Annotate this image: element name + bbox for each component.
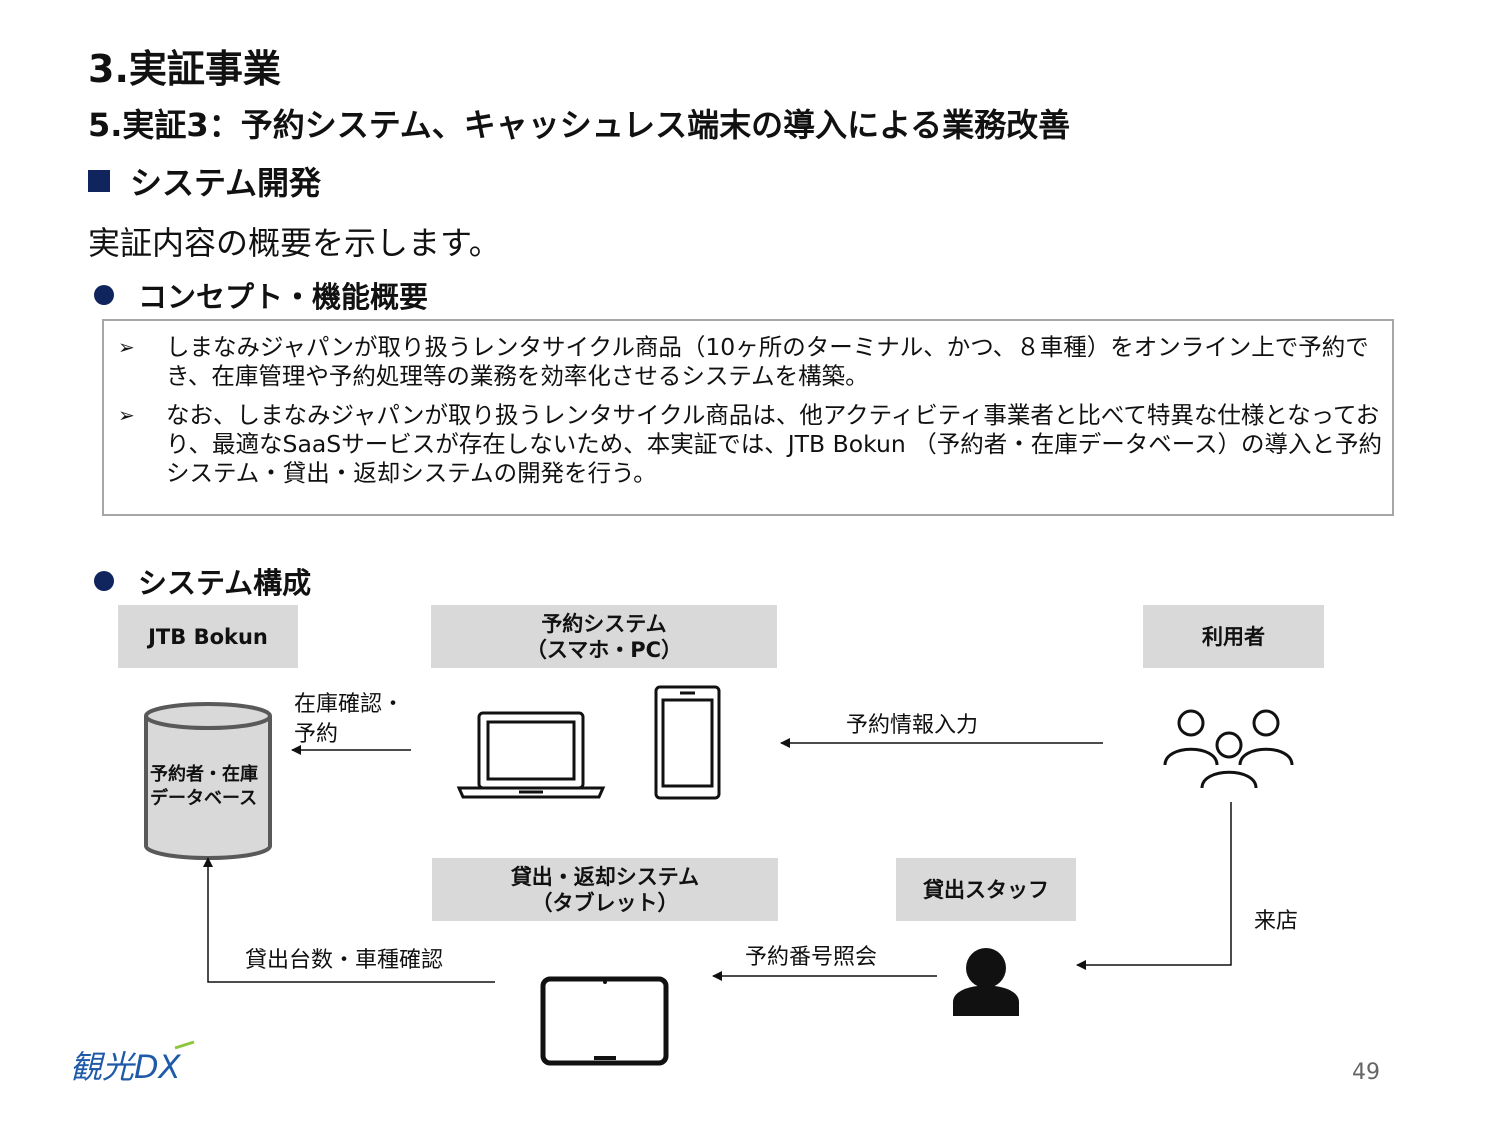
section-title: 3.実証事業 — [88, 47, 281, 91]
concept-box: ➢ しまなみジャパンが取り扱うレンタサイクル商品（10ヶ所のターミナル、かつ、８… — [102, 319, 1394, 516]
lending-system-label: 貸出・返却システム （タブレット） — [432, 858, 778, 921]
lending-check-label: 貸出台数・車種確認 — [245, 948, 444, 973]
concept-item-text: しまなみジャパンが取り扱うレンタサイクル商品（10ヶ所のターミナル、かつ、８車種… — [166, 333, 1369, 390]
reservation-system-label: 予約システム （スマホ・PC） — [431, 605, 777, 668]
reservation-lookup-label: 予約番号照会 — [745, 945, 878, 970]
laptop-icon — [456, 711, 606, 799]
tablet-icon — [540, 976, 669, 1066]
page-number: 49 — [1352, 1060, 1380, 1085]
concept-heading-text: コンセプト・機能概要 — [138, 280, 429, 314]
smartphone-icon — [654, 685, 721, 800]
stock-check-label: 在庫確認・ 予約 — [294, 692, 405, 747]
user-label: 利用者 — [1143, 605, 1324, 668]
jtb-bokun-label: JTB Bokun — [118, 605, 298, 668]
system-heading-text: システム構成 — [138, 566, 312, 600]
users-group-icon — [1163, 709, 1294, 789]
intro-text: 実証内容の概要を示します。 — [88, 224, 501, 262]
lending-staff-label: 貸出スタッフ — [896, 858, 1076, 921]
database-label: 予約者・在庫 データベース — [150, 764, 258, 809]
circle-bullet-icon — [94, 285, 114, 305]
svg-text:観光DX: 観光DX — [70, 1048, 182, 1086]
reservation-input-label: 予約情報入力 — [846, 713, 979, 738]
visit-arrow — [1076, 802, 1232, 970]
arrow-bullet-icon: ➢ — [118, 403, 135, 427]
arrow-bullet-icon: ➢ — [118, 335, 135, 359]
lending-check-arrow — [203, 857, 495, 983]
concept-item-text: なお、しまなみジャパンが取り扱うレンタサイクル商品は、他アクティビティ事業者と比… — [166, 401, 1383, 487]
visit-label: 来店 — [1254, 909, 1299, 934]
staff-person-icon — [953, 948, 1019, 1016]
square-bullet-icon — [88, 170, 110, 192]
system-heading: システム構成 — [88, 560, 311, 602]
kanko-dx-logo: 観光DX — [70, 1040, 195, 1086]
circle-bullet-icon — [94, 571, 114, 591]
concept-heading: コンセプト・機能概要 — [88, 274, 428, 316]
system-development-heading: システム開発 — [88, 158, 321, 204]
slide-subtitle: 5.実証3：予約システム、キャッシュレス端末の導入による業務改善 — [88, 106, 1071, 144]
heading-text: システム開発 — [130, 164, 322, 202]
